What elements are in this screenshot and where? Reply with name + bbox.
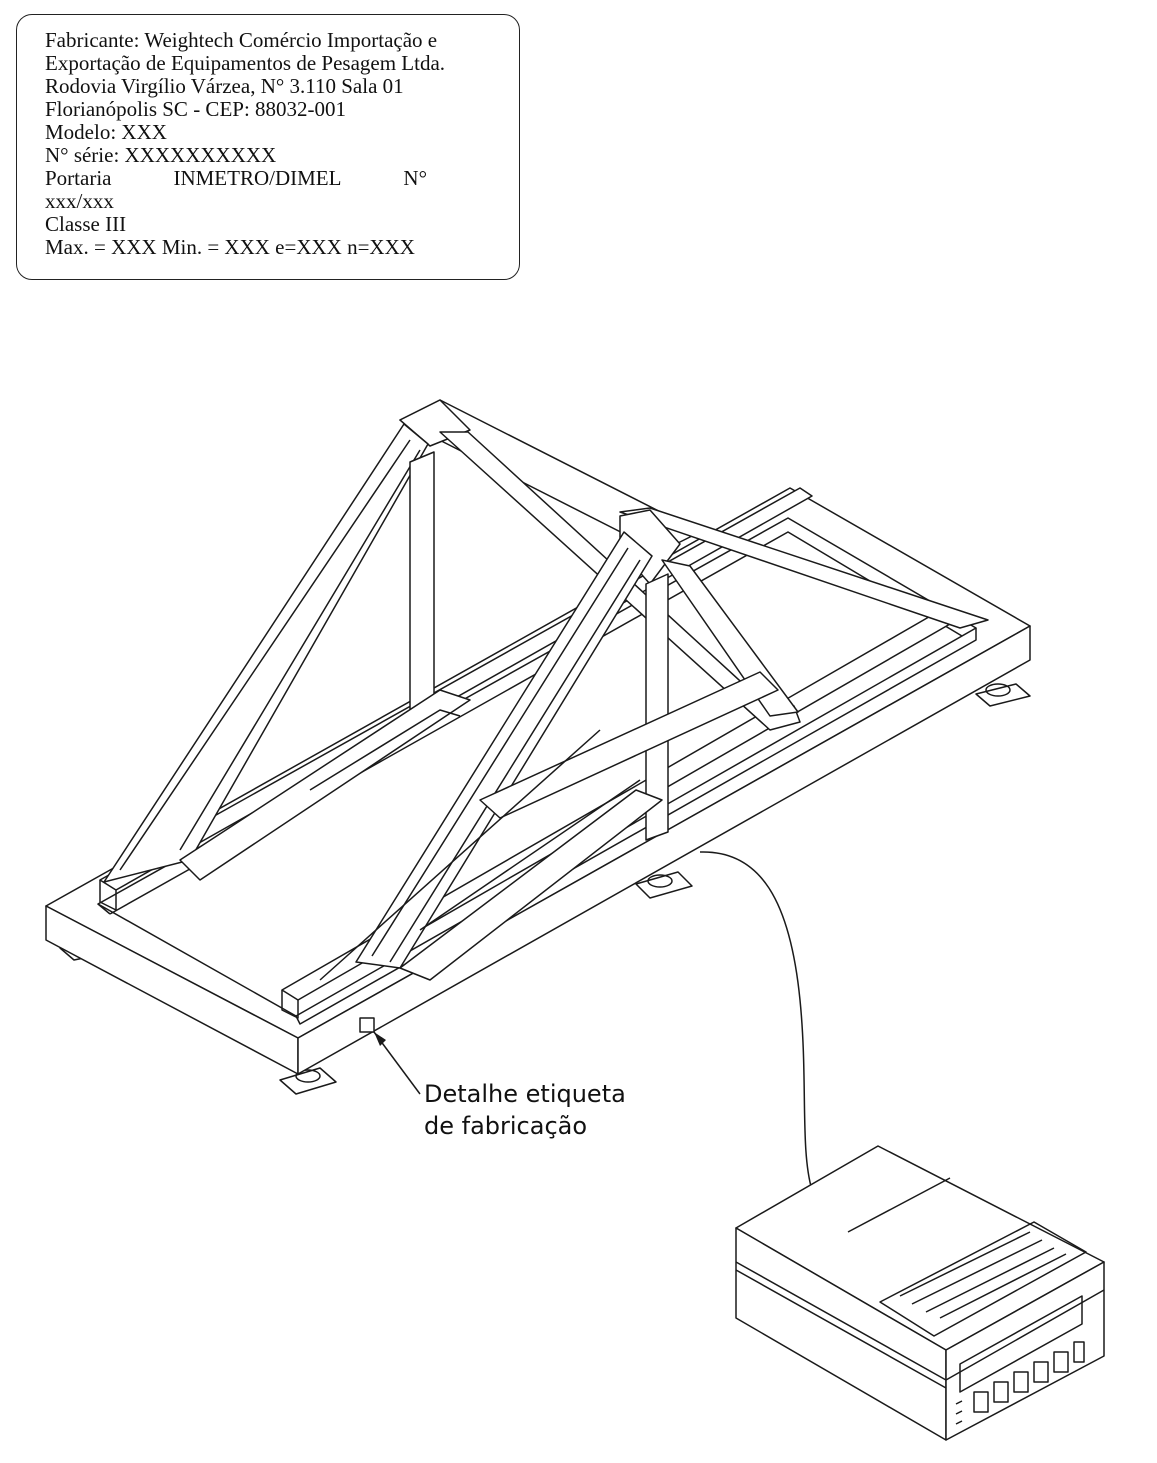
nameplate-serial-line: N° série: XXXXXXXXXX (45, 143, 277, 167)
nameplate-location-marker (359, 1017, 421, 1095)
nameplate-city-line: Florianópolis SC - CEP: 88032-001 (45, 97, 347, 121)
nameplate-portaria-line: Portaria INMETRO/DIMEL N° (45, 167, 427, 190)
nameplate-detail-callout: Detalhe etiqueta de fabricação (424, 1078, 626, 1142)
load-cell-cable (699, 851, 813, 1191)
truss-structure (103, 399, 989, 981)
portaria-word: Portaria (45, 166, 112, 190)
nameplate-capacity-line: Max. = XXX Min. = XXX e=XXX n=XXX (45, 235, 415, 259)
weighing-indicator (735, 1145, 1105, 1441)
nameplate-text: Fabricante: Weightech Comércio Importaçã… (45, 29, 505, 259)
nameplate-portaria-number: xxx/xxx (45, 189, 114, 213)
nameplate-model-line: Modelo: XXX (45, 120, 167, 144)
nameplate-address-line: Rodovia Virgílio Várzea, N° 3.110 Sala 0… (45, 74, 404, 98)
manufacturer-nameplate: Fabricante: Weightech Comércio Importaçã… (16, 14, 520, 280)
nameplate-class-line: Classe III (45, 212, 127, 236)
portaria-number-label: N° (403, 166, 427, 190)
nameplate-company-line: Exportação de Equipamentos de Pesagem Lt… (45, 51, 446, 75)
callout-line-1: Detalhe etiqueta (424, 1080, 626, 1108)
callout-line-2: de fabricação (424, 1112, 588, 1140)
nameplate-manufacturer-line: Fabricante: Weightech Comércio Importaçã… (45, 28, 438, 52)
portaria-agency: INMETRO/DIMEL (173, 166, 342, 190)
